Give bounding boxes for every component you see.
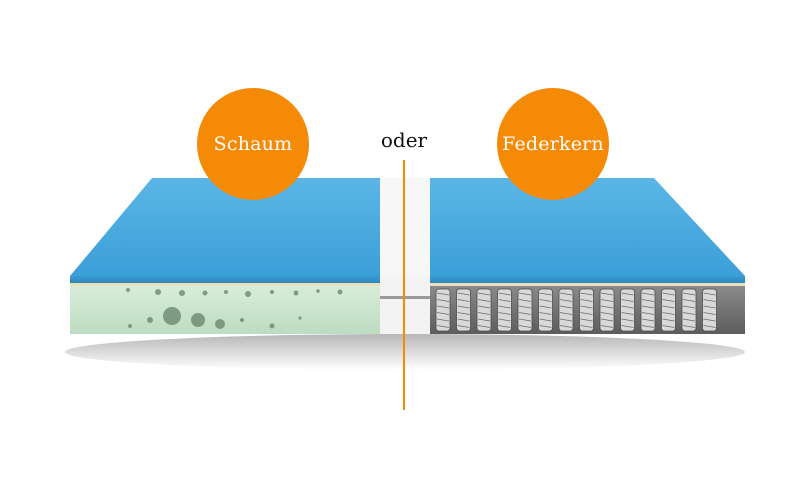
foam-badge-circle [197, 88, 309, 200]
spring-pocket [538, 288, 553, 332]
spring-pocket [497, 288, 512, 332]
spring-pocket [702, 288, 717, 332]
spring-pocket [599, 288, 615, 332]
spring-pocket [435, 288, 451, 332]
spring-pocket [456, 288, 471, 332]
foam-core [70, 286, 380, 334]
spring-pocket [681, 288, 697, 332]
separator-label: oder [380, 128, 428, 152]
spring-pocket [476, 288, 492, 332]
spring-pocket [517, 288, 533, 332]
spring-pocket [620, 288, 635, 332]
foam-label: Schaum [213, 133, 293, 155]
spring-label: Federkern [502, 133, 604, 155]
spring-pocket [661, 288, 676, 332]
spring-pocket [579, 288, 594, 332]
pocket-spring-core [430, 286, 745, 334]
spring-pocket [558, 288, 574, 332]
spring-pocket [640, 288, 656, 332]
spring-badge-circle [497, 88, 609, 200]
